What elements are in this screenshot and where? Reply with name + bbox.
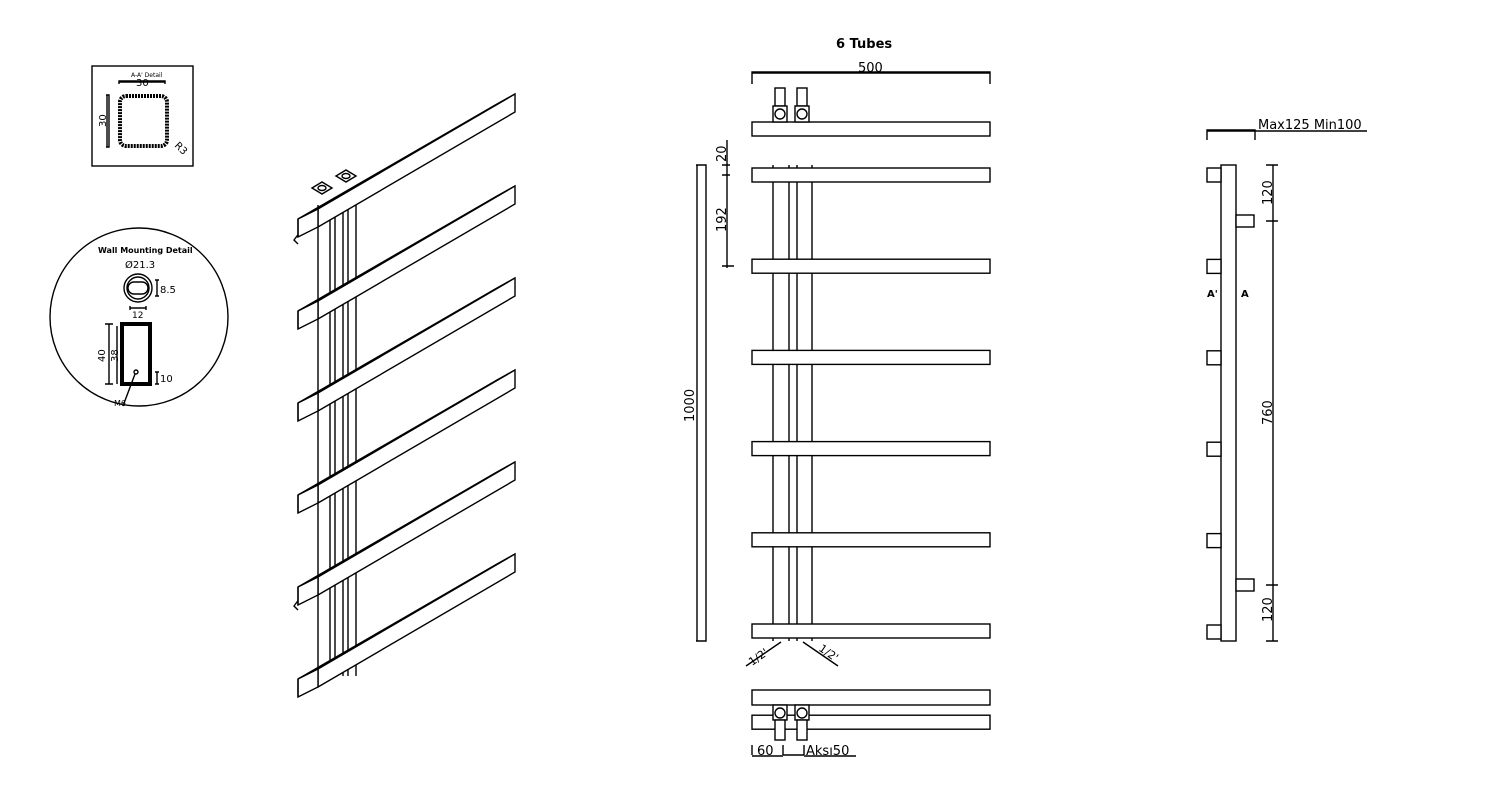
tube-end (1206, 350, 1222, 366)
valve-left-label: 1/2' (746, 646, 770, 669)
section-width-label: 30 (136, 78, 149, 89)
horizontal-tube (751, 714, 991, 730)
gap-dimension: 20 (715, 145, 730, 162)
iso-valve (310, 181, 334, 195)
tube-end (1206, 258, 1222, 275)
valve-circle (796, 707, 808, 719)
horizontal-tube (751, 349, 991, 366)
hole-offset-label: 10 (160, 374, 173, 385)
horizontal-tube (751, 167, 991, 183)
section-height-label: 30 (98, 114, 109, 127)
valve-stem (796, 87, 808, 107)
horizontal-tube (751, 532, 991, 548)
spacing-dimension: 192 (715, 207, 730, 232)
section-detail: A-A' Detail 30 30 R3 (91, 65, 194, 167)
tube-end (1206, 167, 1222, 183)
screw-label: M6 (114, 399, 126, 408)
horizontal-tube (751, 440, 991, 457)
isometric-view (293, 92, 516, 699)
horizontal-tube (751, 258, 991, 274)
valve-stem (774, 719, 786, 741)
valve-circle (774, 108, 786, 120)
valve-stem (774, 87, 786, 107)
front-view: 6 Tubes 500 1000 20 192 1/2' 1/2' 60 Aks… (683, 37, 991, 759)
iso-valve-hole (317, 184, 327, 192)
drawing-title: 6 Tubes (836, 37, 892, 52)
wall-mount-detail: Wall Mounting Detail Ø21.3 8.5 12 40 38 … (49, 227, 229, 408)
outer-height-label: 40 (97, 349, 108, 362)
height-dimension: 1000 (683, 389, 698, 422)
horizontal-tube (751, 623, 991, 639)
tube-end (1206, 532, 1222, 549)
axis-dimension: Aksı50 (806, 744, 849, 759)
side-view: Max125 Min100 120 760 120 A' A (1206, 118, 1367, 642)
iso-valve-hole (341, 172, 351, 180)
middle-dimension: 760 (1261, 400, 1276, 425)
iso-valve (334, 169, 358, 183)
section-radius-label: R3 (172, 140, 189, 157)
valve-circle (774, 707, 786, 719)
tube-end (1206, 441, 1222, 457)
valve-stem (796, 719, 808, 741)
wall-mount-title: Wall Mounting Detail (98, 246, 193, 255)
bottom-view-bar (751, 689, 991, 706)
inner-height-label: 38 (110, 349, 121, 362)
tube-end (1206, 624, 1222, 640)
depth-dimension: Max125 Min100 (1258, 118, 1362, 133)
offset-dimension: 60 (757, 744, 774, 759)
section-marker-left: A' (1207, 289, 1218, 300)
slot-width-label: 12 (132, 311, 143, 321)
valve-right-label: 1/2' (816, 642, 840, 665)
valve-circle (796, 108, 808, 120)
width-dimension: 500 (858, 61, 883, 76)
top-dimension: 120 (1261, 180, 1276, 205)
top-view-bar (751, 121, 991, 137)
diameter-label: Ø21.3 (125, 259, 155, 271)
section-detail-title: A-A' Detail (131, 72, 163, 79)
slot-height-label: 8.5 (160, 285, 176, 296)
section-marker-right: A (1241, 289, 1249, 300)
bottom-dimension: 120 (1261, 597, 1276, 622)
